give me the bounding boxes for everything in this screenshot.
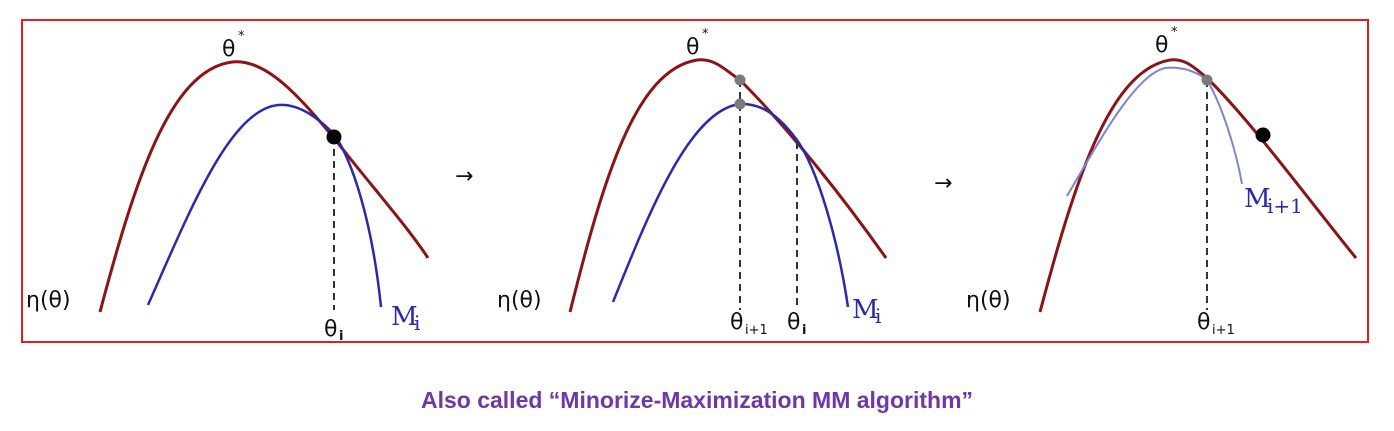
theta-i1-label: θ: [1197, 310, 1210, 335]
minorizer-label: M: [852, 295, 879, 325]
minorizer-max-point: [734, 98, 746, 110]
eta-label: η(θ): [497, 288, 542, 313]
minorizer-label: M: [1244, 184, 1271, 214]
eta-curve: [568, 58, 888, 313]
arrow-1: →: [455, 164, 473, 189]
theta-i-label: θ: [787, 310, 800, 335]
caption: Also called “Minorize-Maximization MM al…: [420, 387, 974, 413]
eta-curve: [1038, 58, 1358, 313]
theta-i1-label: θ: [730, 310, 743, 335]
panel-2: θ * η(θ) θ i+1 θ i M i: [497, 27, 888, 338]
optimum-superscript: *: [1171, 25, 1178, 40]
theta-i-subscript: i: [802, 323, 806, 338]
theta-i-subscript: i: [339, 329, 343, 344]
optimum-label: θ: [686, 35, 699, 60]
optimum-superscript: *: [238, 29, 245, 44]
eta-curve: [98, 60, 430, 313]
minorizer-curve: [611, 102, 850, 308]
panel-1: θ * η(θ) θ i M i: [26, 29, 430, 344]
previous-point: [1201, 74, 1213, 86]
minorizer-curve: [146, 103, 383, 308]
theta-i-label: θ: [324, 317, 337, 342]
theta-i1-subscript: i+1: [745, 323, 768, 338]
minorizer-subscript: i+1: [1267, 194, 1303, 218]
eta-label: η(θ): [966, 288, 1011, 313]
eta-point: [734, 74, 746, 86]
eta-label: η(θ): [26, 288, 71, 313]
minorizer-label: M: [391, 302, 418, 332]
minorizer-subscript: i: [875, 304, 881, 328]
arrow-2: →: [934, 171, 952, 196]
minorizer-curve: [1066, 66, 1243, 197]
optimum-superscript: *: [702, 27, 709, 42]
optimum-label: θ: [1155, 33, 1168, 58]
tangent-point: [326, 129, 342, 145]
optimum-label: θ: [222, 37, 235, 62]
minorizer-subscript: i: [414, 311, 420, 335]
new-tangent-point: [1255, 127, 1271, 143]
theta-i1-subscript: i+1: [1212, 323, 1235, 338]
panel-3: θ * η(θ) θ i+1 M i+1: [966, 25, 1358, 338]
